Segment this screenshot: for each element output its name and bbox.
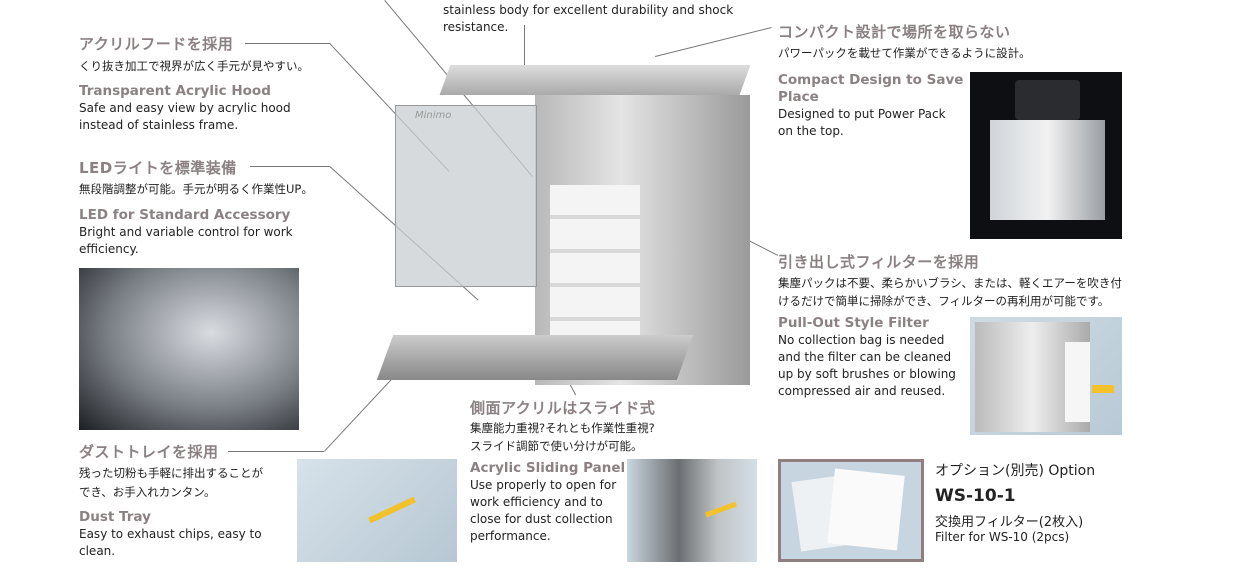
- option-desc-en: Filter for WS-10 (2pcs): [935, 530, 1070, 544]
- product-image-main: Minimo: [376, 55, 755, 385]
- feature-title-en: Dust Tray: [79, 509, 151, 525]
- feature-text-jp: 無段階調整が可能。手元が明るく作業性UP。: [79, 182, 313, 196]
- sliding-panel-photo: [627, 459, 757, 562]
- feature-text-en: instead of stainless frame.: [79, 118, 239, 132]
- feature-text-en: close for dust collection: [470, 512, 613, 526]
- feature-text-en: work efficiency and to: [470, 495, 603, 509]
- leader-line: [228, 451, 324, 452]
- compact-photo: [970, 72, 1122, 239]
- feature-text-en: Designed to put Power Pack: [778, 107, 946, 121]
- feature-text-en: efficiency.: [79, 242, 139, 256]
- leader-line: [245, 43, 330, 44]
- feature-title-jp: 側面アクリルはスライド式: [470, 399, 656, 417]
- feature-title-en: Acrylic Sliding Panel: [470, 460, 626, 476]
- feature-text-jp: けるだけで簡単に掃除ができ、フィルターの再利用が可能です。: [778, 294, 1110, 308]
- feature-title-jp: ダストトレイを採用: [79, 443, 219, 461]
- feature-text-en: performance.: [470, 529, 551, 543]
- feature-title-jp: アクリルフードを採用: [79, 35, 234, 53]
- body-text: resistance.: [443, 20, 509, 34]
- body-text: stainless body for excellent durability …: [443, 3, 734, 17]
- feature-text-en: Safe and easy view by acrylic hood: [79, 101, 291, 115]
- feature-text-en: on the top.: [778, 124, 844, 138]
- feature-text-en: No collection bag is needed: [778, 333, 945, 347]
- feature-text-jp: 集塵パックは不要、柔らかいブラシ、または、軽くエアーを吹き付: [778, 276, 1122, 290]
- feature-title-en: Transparent Acrylic Hood: [79, 83, 271, 99]
- feature-text-en: and the filter can be cleaned: [778, 350, 952, 364]
- leader-line: [250, 166, 330, 167]
- feature-text-en: Easy to exhaust chips, easy to: [79, 527, 262, 541]
- feature-title-jp: LEDライトを標準装備: [79, 159, 237, 177]
- feature-text-jp: 集塵能力重視?それとも作業性重視?: [470, 421, 655, 435]
- feature-title-en: Place: [778, 89, 819, 105]
- led-photo: [79, 268, 299, 430]
- feature-text-jp: パワーパックを載せて作業ができるように設計。: [778, 46, 1031, 60]
- option-label: オプション(別売) Option: [935, 463, 1096, 479]
- feature-text-en: Use properly to open for: [470, 478, 617, 492]
- feature-title-jp: コンパクト設計で場所を取らない: [778, 23, 1011, 41]
- feature-title-en: LED for Standard Accessory: [79, 207, 291, 223]
- option-desc-jp: 交換用フィルター(2枚入): [935, 515, 1084, 530]
- leader-line: [655, 26, 772, 57]
- feature-text-en: up by soft brushes or blowing: [778, 367, 956, 381]
- feature-title-en: Pull-Out Style Filter: [778, 315, 929, 331]
- dust-tray-photo: [297, 459, 457, 562]
- feature-text-jp: 残った切粉も手軽に排出することが: [79, 466, 263, 480]
- feature-text-jp: でき、お手入れカンタン。: [79, 485, 216, 499]
- feature-text-en: compressed air and reused.: [778, 384, 946, 398]
- feature-text-jp: スライド調節で使い分けが可能。: [470, 439, 643, 453]
- logo: Minimo: [415, 110, 452, 121]
- pullout-photo: [970, 317, 1122, 435]
- feature-text-jp: くり抜き加工で視界が広く手元が見やすい。: [79, 59, 309, 73]
- feature-text-en: Bright and variable control for work: [79, 225, 293, 239]
- feature-title-jp: 引き出し式フィルターを採用: [778, 253, 980, 271]
- feature-title-en: Compact Design to Save: [778, 72, 964, 88]
- option-model: WS-10-1: [935, 486, 1016, 506]
- feature-text-en: clean.: [79, 544, 116, 558]
- filter-option-photo: [778, 459, 924, 562]
